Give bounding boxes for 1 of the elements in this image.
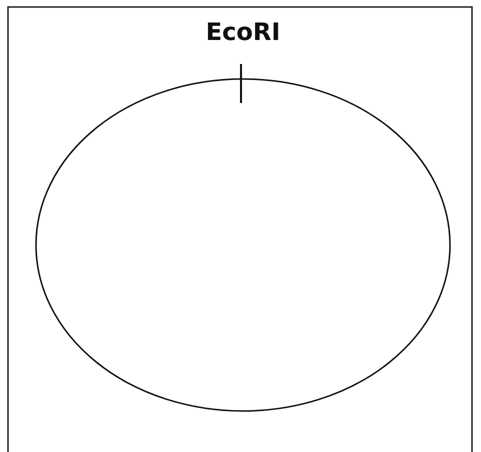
site-label: EcoRI bbox=[206, 18, 280, 46]
